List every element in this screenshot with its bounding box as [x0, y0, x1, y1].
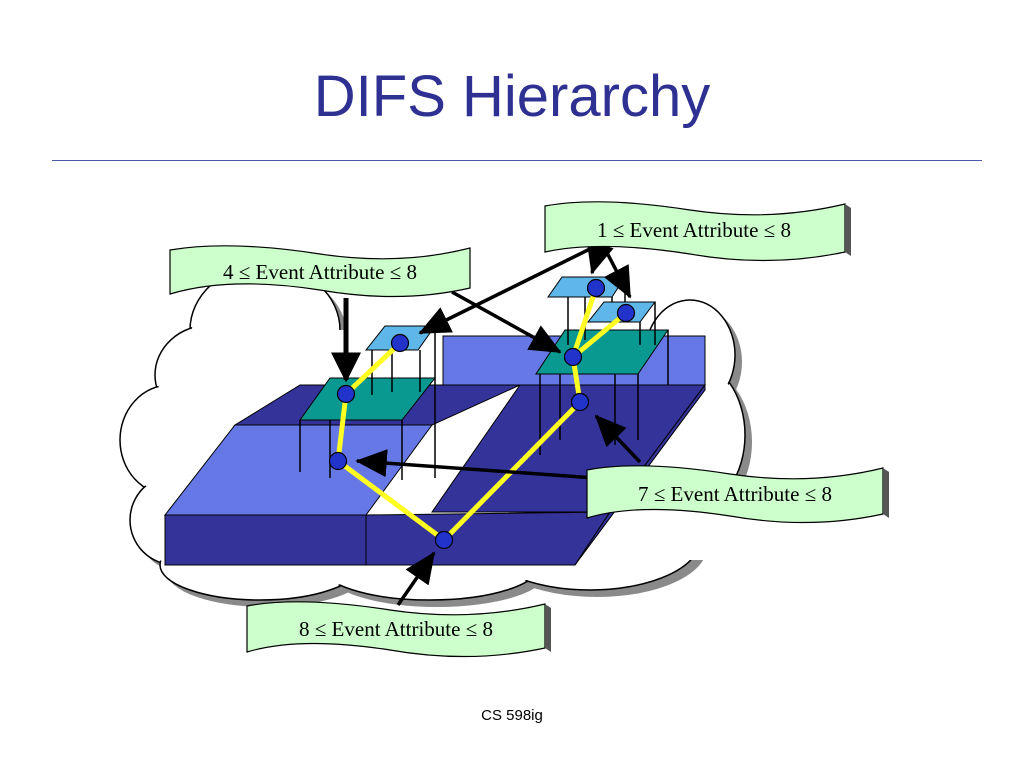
label-upper-left-text: 4 ≤ Event Attribute ≤ 8 — [223, 260, 417, 284]
label-top-text: 1 ≤ Event Attribute ≤ 8 — [597, 218, 791, 242]
teal-platform-left — [299, 377, 437, 421]
node — [563, 347, 583, 367]
node — [336, 384, 356, 404]
slide-footer: CS 598ig — [481, 707, 543, 724]
label-ribbon-bottom: 8 ≤ Event Attribute ≤ 8 — [246, 601, 551, 658]
arrow-top-to-right-sky-front — [601, 244, 632, 299]
label-lower-right-text: 7 ≤ Event Attribute ≤ 8 — [638, 482, 832, 506]
platform-left-pillars — [299, 378, 436, 480]
label-ribbon-top: 1 ≤ Event Attribute ≤ 8 — [544, 201, 851, 262]
node — [570, 392, 590, 412]
arrows — [331, 240, 642, 606]
node — [390, 333, 410, 353]
sky-platform-right-back — [547, 276, 626, 298]
node — [434, 530, 454, 550]
arrow-bottom-up — [396, 551, 436, 606]
arrow-right-to-upper-node — [594, 414, 642, 464]
arrow-top-to-right-sky — [586, 240, 614, 275]
title-divider — [52, 160, 982, 161]
node — [328, 451, 348, 471]
node — [586, 278, 606, 298]
arrow-upper-left-to-teal — [451, 290, 562, 354]
label-bottom-text: 8 ≤ Event Attribute ≤ 8 — [299, 617, 493, 641]
left-block-front — [164, 514, 367, 566]
node — [616, 303, 636, 323]
arrow-right-to-node — [355, 449, 596, 480]
nodes — [328, 278, 636, 550]
arrow-top-to-left-sky — [418, 243, 599, 335]
middle-block-front — [365, 511, 611, 566]
label-ribbon-upper-left: 4 ≤ Event Attribute ≤ 8 — [169, 245, 471, 298]
label-ribbon-lower-right: 7 ≤ Event Attribute ≤ 8 — [586, 465, 889, 524]
slide-title: DIFS Hierarchy — [313, 64, 711, 129]
